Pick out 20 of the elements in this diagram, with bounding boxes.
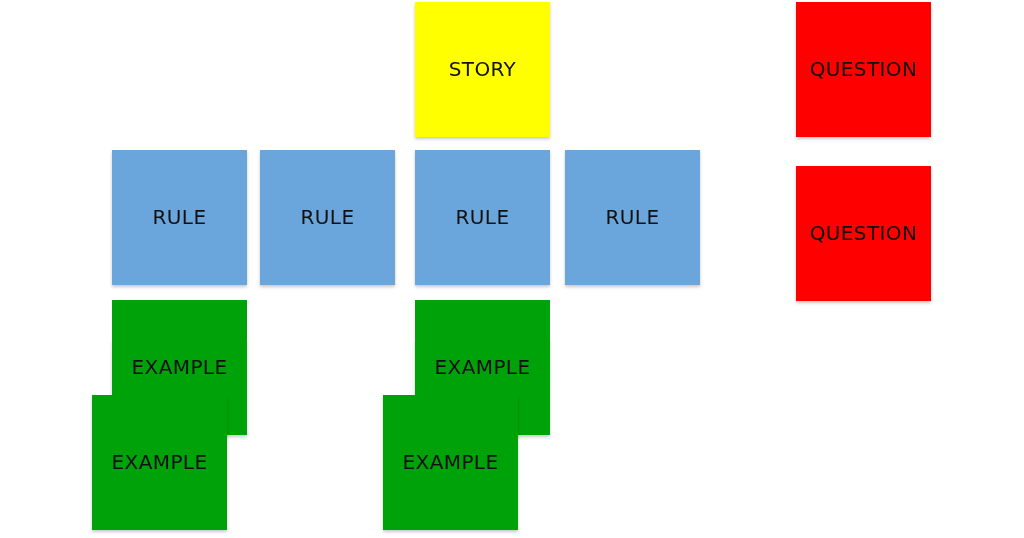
question-note [796, 2, 931, 137]
rule-note [565, 150, 700, 285]
rule-note [415, 150, 550, 285]
note-label: EXAMPLE [111, 451, 208, 474]
rule-note [260, 150, 395, 285]
note-label: EXAMPLE [434, 356, 531, 379]
note-label: RULE [455, 206, 510, 229]
example-note [92, 395, 227, 530]
note-label: QUESTION [809, 222, 918, 245]
note-label: STORY [448, 58, 517, 81]
story-note [415, 2, 550, 137]
note-label: EXAMPLE [402, 451, 499, 474]
note-label: RULE [300, 206, 355, 229]
example-note [383, 395, 518, 530]
note-label: RULE [605, 206, 660, 229]
note-label: QUESTION [809, 58, 918, 81]
note-label: EXAMPLE [131, 356, 228, 379]
note-label: RULE [152, 206, 207, 229]
rule-note [112, 150, 247, 285]
question-note [796, 166, 931, 301]
